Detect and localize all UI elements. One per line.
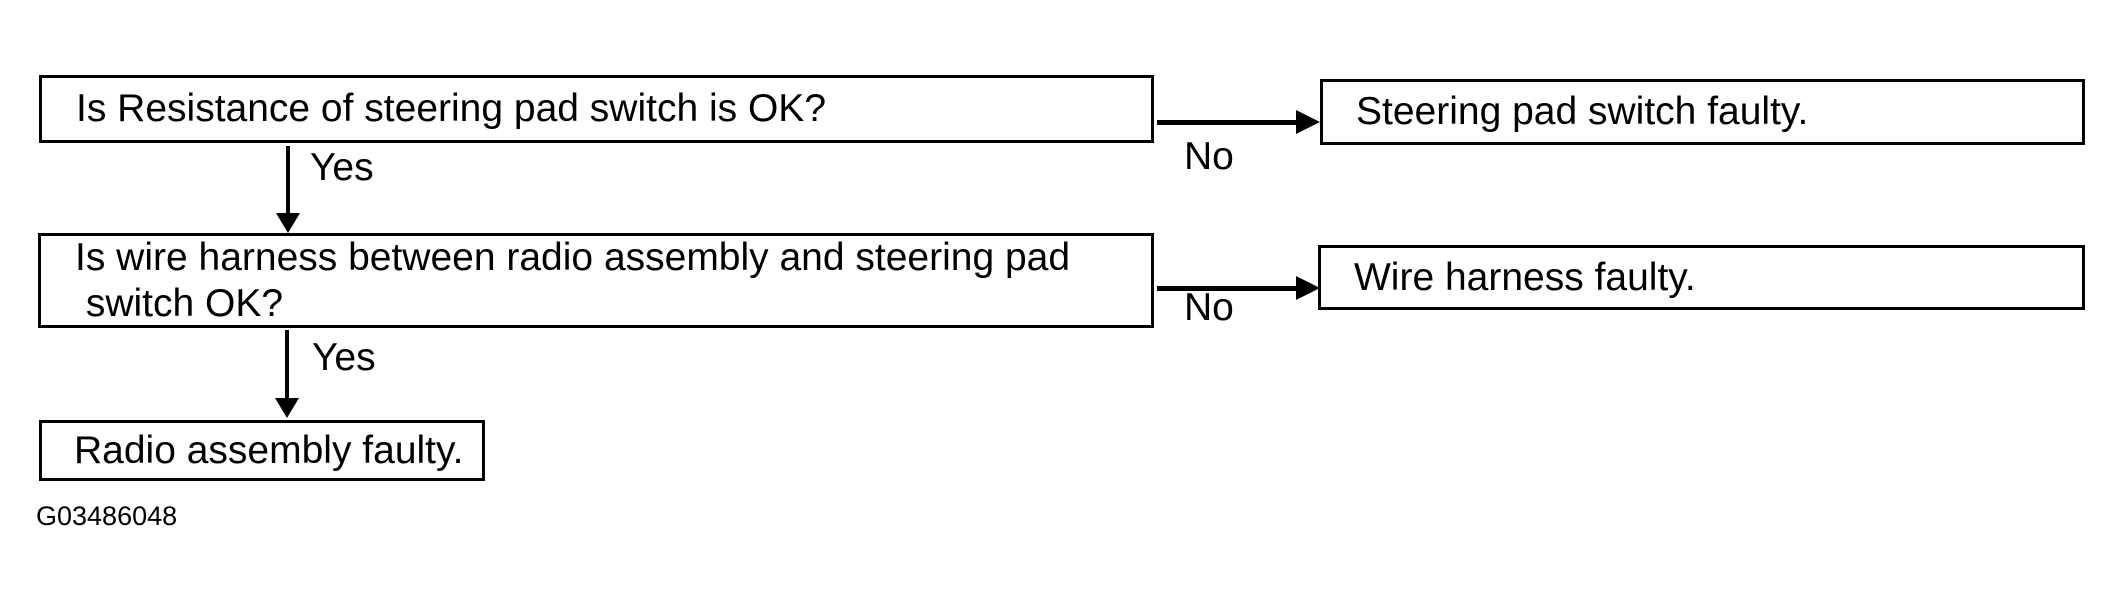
- question-node-wire-harness: Is wire harness between radio assembly a…: [38, 233, 1154, 328]
- yes-edge-line-1: [286, 146, 290, 216]
- edge-label-no-2: No: [1184, 286, 1234, 329]
- question-node-text-line1: Is wire harness between radio assembly a…: [75, 235, 1071, 279]
- figure-id-code: G03486048: [36, 501, 178, 531]
- arrow-down-icon: [276, 213, 300, 233]
- edge-label-yes-1: Yes: [310, 146, 374, 189]
- no-edge-line-1: [1157, 120, 1299, 125]
- no-edge-line-2: [1157, 286, 1299, 291]
- question-node-steering-pad-resistance: Is Resistance of steering pad switch is …: [39, 75, 1154, 143]
- question-node-text: Is Resistance of steering pad switch is …: [76, 87, 827, 130]
- question-node-text-line2: switch OK?: [75, 281, 284, 325]
- arrow-right-icon: [1296, 110, 1320, 134]
- result-node-steering-pad-switch-faulty: Steering pad switch faulty.: [1320, 79, 2085, 145]
- arrow-down-icon: [275, 398, 299, 418]
- arrow-right-icon: [1296, 276, 1320, 300]
- result-node-text: Wire harness faulty.: [1354, 255, 1696, 299]
- result-node-wire-harness-faulty: Wire harness faulty.: [1318, 245, 2085, 310]
- edge-label-no-1: No: [1184, 135, 1234, 178]
- result-node-radio-assembly-faulty: Radio assembly faulty.: [39, 420, 485, 481]
- result-node-text: Steering pad switch faulty.: [1356, 90, 1809, 133]
- yes-edge-line-2: [285, 330, 289, 400]
- edge-label-yes-2: Yes: [312, 336, 376, 379]
- result-node-text: Radio assembly faulty.: [74, 428, 464, 472]
